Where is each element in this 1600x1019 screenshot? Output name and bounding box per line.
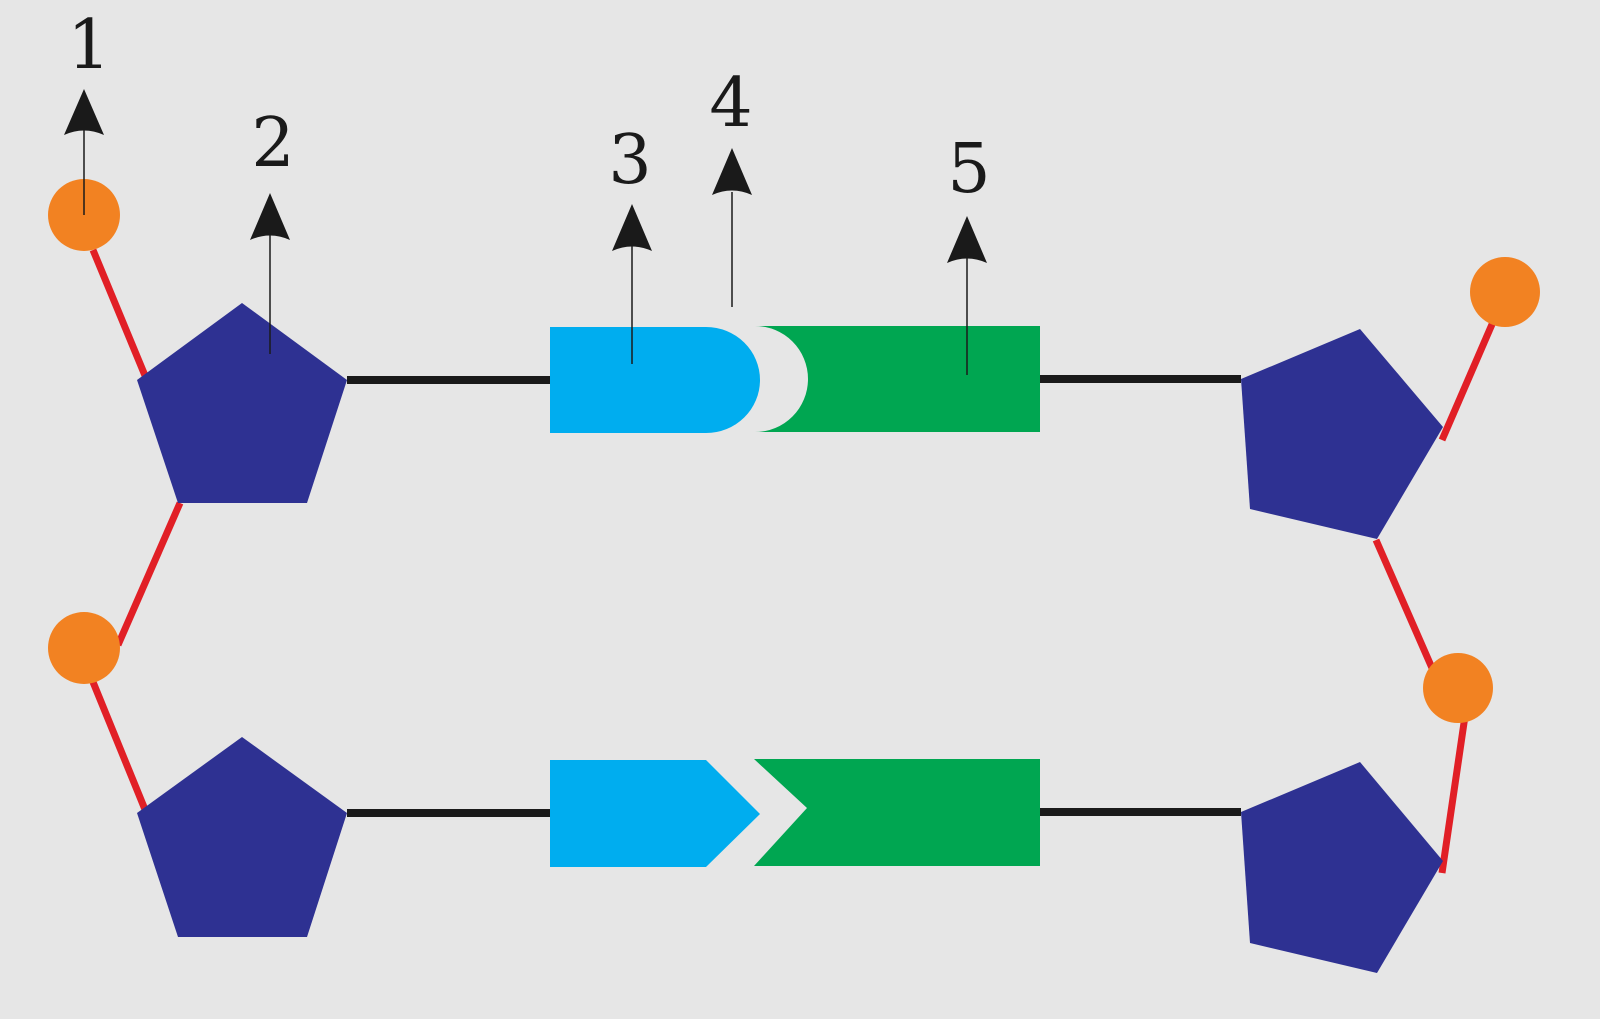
- bond-sugar3-phosphate4: [1372, 538, 1436, 670]
- bond-phosphate2-sugar2: [89, 680, 150, 814]
- base-bottom-left-pointed: [550, 760, 760, 867]
- label-4: 4: [709, 64, 752, 143]
- arrowhead-4: [712, 148, 752, 195]
- arrowhead-1: [64, 89, 104, 135]
- bond-phosphate4-sugar4: [1438, 715, 1469, 874]
- arrowheads: [64, 89, 987, 263]
- sugar-pentagon-bottom-right: [1241, 762, 1443, 973]
- bond-sugar1-phosphate2: [114, 501, 184, 647]
- sugar-base-connectors: [347, 375, 1241, 817]
- arrowhead-2: [250, 193, 290, 240]
- pointer-lines: [83, 130, 968, 375]
- phosphate-circle-2: [48, 612, 120, 684]
- bond-phosphate3-sugar3: [1438, 320, 1497, 442]
- arrowhead-5: [947, 216, 987, 263]
- backbone-bonds: [89, 248, 1497, 874]
- sugar-pentagon-bottom-left: [137, 737, 347, 937]
- phosphates: [48, 179, 1540, 723]
- sugars: [137, 303, 1443, 973]
- phosphate-circle-4: [1423, 653, 1493, 723]
- base-top-left-rounded: [550, 327, 760, 433]
- sugar-pentagon-top-right: [1241, 329, 1443, 539]
- sugar-pentagon-top-left: [137, 303, 347, 503]
- label-1: 1: [67, 6, 110, 85]
- label-5: 5: [947, 130, 990, 209]
- phosphate-circle-3: [1470, 257, 1540, 327]
- base-top-right-notched: [755, 326, 1040, 432]
- bond-phosphate1-sugar1: [89, 248, 150, 380]
- base-bottom-right-notched: [754, 759, 1040, 866]
- arrowhead-3: [612, 204, 652, 251]
- label-3: 3: [608, 121, 651, 200]
- label-2: 2: [251, 104, 294, 183]
